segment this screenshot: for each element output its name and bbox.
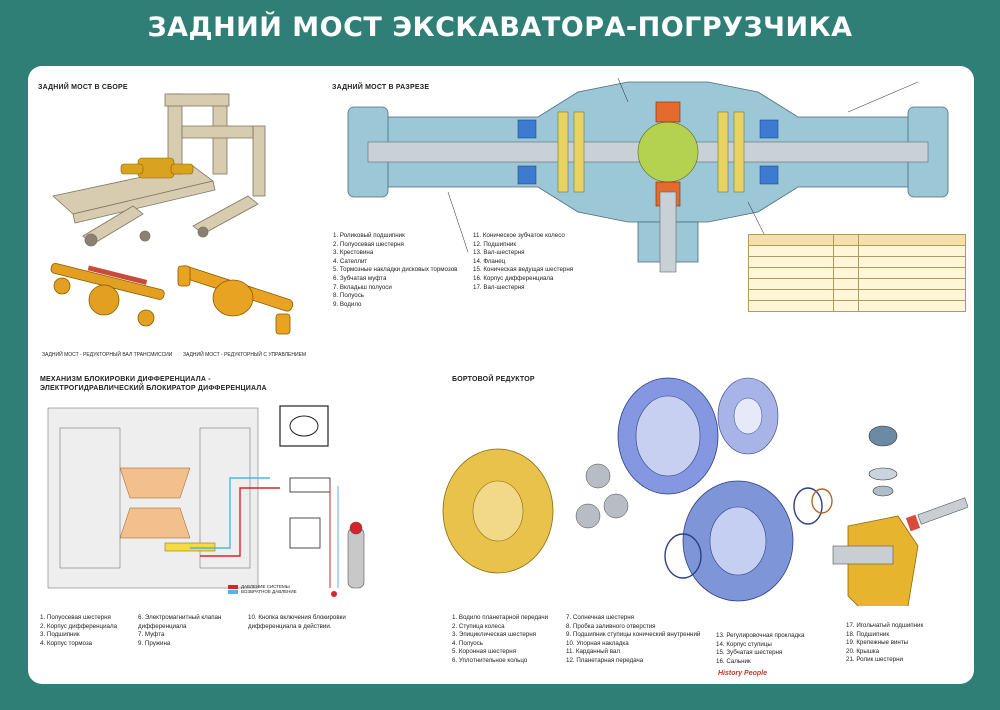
caption-axle-steering: ЗАДНИЙ МОСТ - РЕДУКТОРНЫЙ С УПРАВЛЕНИЕМ	[183, 352, 307, 358]
final-drive-exploded-view	[442, 377, 968, 606]
axle-cross-section	[347, 77, 949, 273]
specification-table	[748, 234, 966, 312]
caption-axle-transmission: ЗАДНИЙ МОСТ - РЕДУКТОРНЫЙ ВАЛ ТРАНСМИССИ…	[42, 352, 173, 358]
section-title-lock-1: МЕХАНИЗМ БЛОКИРОВКИ ДИФФЕРЕНЦИАЛА -	[40, 376, 211, 383]
section-title-section-view: ЗАДНИЙ МОСТ В РАЗРЕЗЕ	[332, 84, 430, 91]
section-legend-col1: 1. Роликовый подшипник 2. Полуосевая шес…	[333, 232, 458, 308]
axle-steering-image	[177, 265, 294, 335]
final-legend-col1: 1. Водило планетарной передачи 2. Ступиц…	[452, 614, 549, 664]
diff-lock-schematic	[47, 405, 365, 597]
pressure-return-swatch	[228, 589, 238, 594]
section-title-final-drive: БОРТОВОЙ РЕДУКТОР	[452, 376, 535, 383]
section-title-assembly: ЗАДНИЙ МОСТ В СБОРЕ	[38, 84, 128, 91]
lock-legend-col2: 6. Электромагнитный клапан дифференциала…	[138, 614, 222, 647]
pressure-legend: ДАВЛЕНИЕ СИСТЕМЫ ВОЗВРАТНОЕ ДАВЛЕНИЕ	[228, 584, 297, 594]
lock-legend-col3: 10. Кнопка включения блокировки дифферен…	[248, 614, 346, 630]
lock-legend-col1: 1. Полуосевая шестерня 2. Корпус диффере…	[40, 614, 118, 647]
pressure-system-swatch	[228, 584, 238, 589]
final-legend-col4: 17. Игольчатый подшипник 18. Подшипник 1…	[846, 622, 924, 664]
final-legend-col2: 7. Солнечная шестерня 8. Пробка заливног…	[566, 614, 701, 664]
axle-frame-drawing	[52, 93, 266, 247]
section-legend-col2: 11. Коническое зубчатое колесо 12. Подши…	[473, 232, 574, 291]
section-title-lock-2: ЭЛЕКТРОГИДРАВЛИЧЕСКИЙ БЛОКИРАТОР ДИФФЕРЕ…	[40, 385, 267, 392]
poster-panel: ЗАДНИЙ МОСТ В СБОРЕ ЗАДНИЙ МОСТ В РАЗРЕЗ…	[28, 66, 974, 684]
page-title: ЗАДНИЙ МОСТ ЭКСКАВАТОРА-ПОГРУЗЧИКА	[147, 12, 853, 43]
final-legend-col3: 13. Регулировочная прокладка 14. Корпус …	[716, 632, 805, 665]
axle-transmission-image	[50, 263, 165, 327]
publisher-logo: History People	[718, 670, 768, 677]
